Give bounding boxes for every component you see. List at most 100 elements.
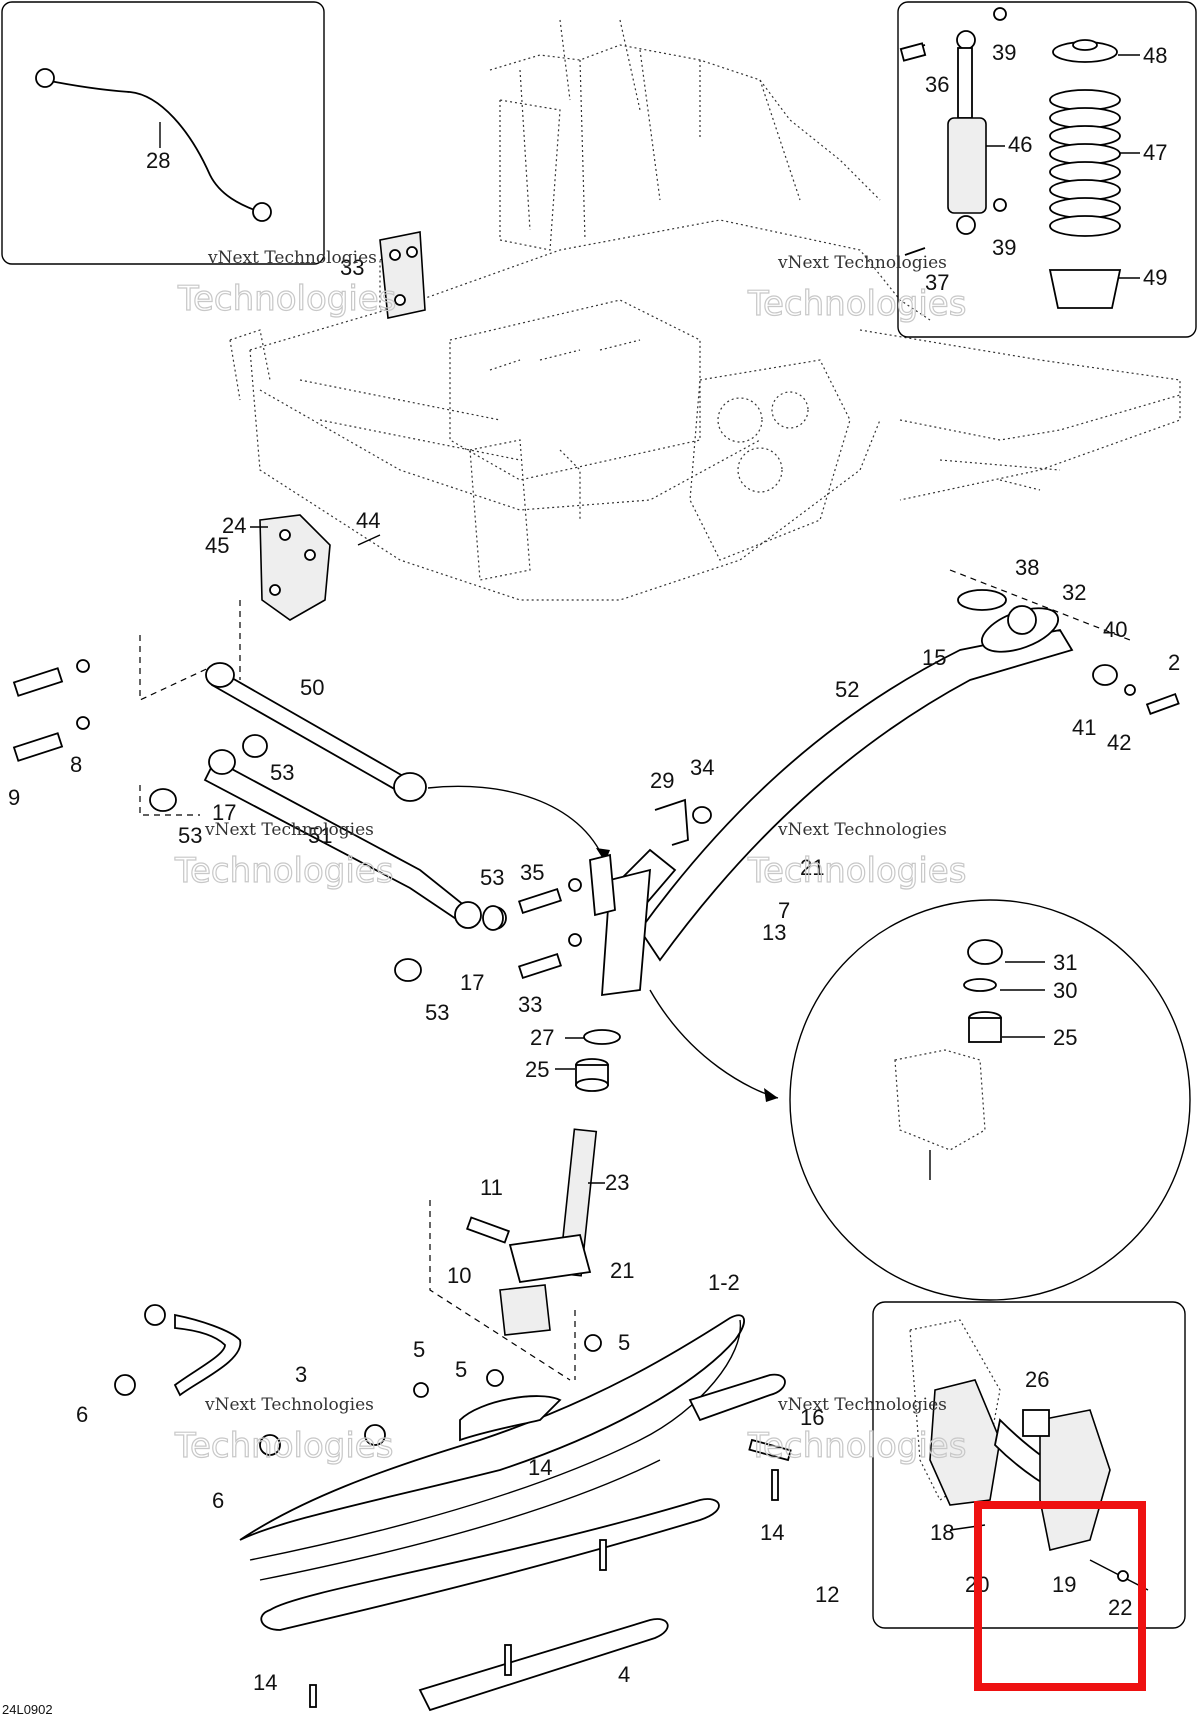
- watermark-line1-3: vNext Technologies: [204, 820, 374, 840]
- callout-13: 13: [762, 920, 786, 945]
- callout-32: 32: [1062, 580, 1086, 605]
- callout-22: 22: [1108, 1595, 1132, 1620]
- runner-4: [418, 1618, 669, 1712]
- callout-25a: 25: [1053, 1025, 1077, 1050]
- spring-47: [1049, 89, 1121, 237]
- callout-53c: 53: [480, 865, 504, 890]
- callout-39a: 39: [992, 40, 1016, 65]
- lower-arm-51: 53 17 53 51 17 53: [139, 734, 507, 1025]
- upper-arm-50: 50: [205, 662, 610, 863]
- inset-frame-topright: [897, 1, 1197, 338]
- callout-53a: 53: [270, 760, 294, 785]
- callout-35: 35: [520, 860, 544, 885]
- callout-53b: 53: [178, 823, 202, 848]
- callout-1-2: 1-2: [708, 1270, 740, 1295]
- callout-46: 46: [1008, 132, 1032, 157]
- callout-5a: 5: [413, 1337, 425, 1362]
- callout-3: 3: [295, 1362, 307, 1387]
- inset-stabilizer-link: 28: [1, 1, 325, 265]
- inset-shock-absorber: 36 39 48 46 47 39 37 49: [897, 1, 1197, 338]
- ski-assembly: 3 6 6 5 5 5 1-2 16 14 14 12 14 4: [76, 1270, 839, 1712]
- watermark-line1-6: vNext Technologies: [777, 1395, 947, 1415]
- watermark-line2-5: Technologies: [174, 1426, 393, 1466]
- diagram-id: 24L0902: [2, 1702, 53, 1717]
- callout-38: 38: [1015, 555, 1039, 580]
- callout-37: 37: [925, 270, 949, 295]
- callout-25b: 25: [525, 1057, 549, 1082]
- callout-44: 44: [356, 508, 380, 533]
- callout-31: 31: [1053, 950, 1077, 975]
- ski-lower: [260, 1498, 720, 1631]
- trailing-arm-52: 38 32 40 15 2 41 42 52 29 34 21 7 13: [589, 555, 1180, 1102]
- callout-6a: 6: [76, 1402, 88, 1427]
- callout-27: 27: [530, 1025, 554, 1050]
- highlight-box: [974, 1501, 1146, 1691]
- callout-5b: 5: [455, 1357, 467, 1382]
- inset-ski-pivot: 26 18 20 19 22: [872, 1301, 1186, 1629]
- callout-21b: 21: [610, 1258, 634, 1283]
- callout-17b: 17: [460, 970, 484, 995]
- callout-42: 42: [1107, 730, 1131, 755]
- callout-53d: 53: [425, 1000, 449, 1025]
- callout-12: 12: [815, 1582, 839, 1607]
- bushings-25-27: 27 25: [525, 1025, 621, 1092]
- callout-29: 29: [650, 768, 674, 793]
- callout-6b: 6: [212, 1488, 224, 1513]
- callout-36: 36: [925, 72, 949, 97]
- callout-10: 10: [447, 1263, 471, 1288]
- callout-16: 16: [800, 1405, 824, 1430]
- callout-34: 34: [690, 755, 714, 780]
- shock-body-46: [947, 117, 987, 214]
- callout-48: 48: [1143, 43, 1167, 68]
- ski-leg-23: 11 23 10 21: [429, 1128, 634, 1381]
- watermark-line2-1: Technologies: [177, 279, 396, 319]
- watermark-line1-5: vNext Technologies: [204, 1395, 374, 1415]
- callout-14b: 14: [760, 1520, 784, 1545]
- mount-plate-33: 33: [340, 231, 426, 319]
- callout-14a: 14: [528, 1455, 552, 1480]
- bracket-24: 24 45 44: [205, 508, 380, 680]
- bolts-left: 8 9: [8, 635, 216, 810]
- callout-5c: 5: [618, 1330, 630, 1355]
- detail-circle: 31 30 25: [789, 899, 1191, 1301]
- callout-15: 15: [922, 645, 946, 670]
- callout-9: 9: [8, 785, 20, 810]
- callout-7: 7: [778, 898, 790, 923]
- callout-23: 23: [605, 1170, 629, 1195]
- adjuster-49: [1048, 269, 1122, 309]
- callout-11: 11: [480, 1175, 503, 1200]
- watermark-line1-4: vNext Technologies: [777, 820, 947, 840]
- watermark-line2-4: Technologies: [747, 851, 966, 891]
- callout-45: 45: [205, 533, 229, 558]
- callout-33b: 33: [518, 992, 542, 1017]
- callout-52: 52: [835, 677, 859, 702]
- callout-28: 28: [146, 148, 170, 173]
- callout-39b: 39: [992, 235, 1016, 260]
- callout-40: 40: [1103, 617, 1127, 642]
- callout-21a: 21: [800, 855, 824, 880]
- watermarks: vNext Technologies Technologies vNext Te…: [173, 248, 967, 1467]
- callout-33a: 33: [340, 255, 364, 280]
- stabilizer-link-28: [44, 79, 261, 213]
- callout-4: 4: [618, 1662, 630, 1687]
- callout-50: 50: [300, 675, 324, 700]
- chassis-frame: [229, 19, 1181, 601]
- rubber-block-10: [499, 1284, 551, 1336]
- callout-17a: 17: [212, 800, 236, 825]
- watermark-line2-6: Technologies: [747, 1426, 966, 1466]
- watermark-line2-2: Technologies: [747, 284, 966, 324]
- watermark-line1-2: vNext Technologies: [777, 253, 947, 273]
- callout-8: 8: [70, 752, 82, 777]
- callout-18: 18: [930, 1520, 954, 1545]
- callout-30: 30: [1053, 978, 1077, 1003]
- callout-41: 41: [1072, 715, 1096, 740]
- watermark-line2-3: Technologies: [174, 851, 393, 891]
- callout-51: 51: [308, 823, 332, 848]
- inset-frame-bottomright: [872, 1301, 1186, 1629]
- callout-47: 47: [1143, 140, 1167, 165]
- callout-2: 2: [1168, 650, 1180, 675]
- callout-14c: 14: [253, 1670, 277, 1695]
- handle-3: [173, 1313, 241, 1397]
- runner-16: [688, 1373, 786, 1422]
